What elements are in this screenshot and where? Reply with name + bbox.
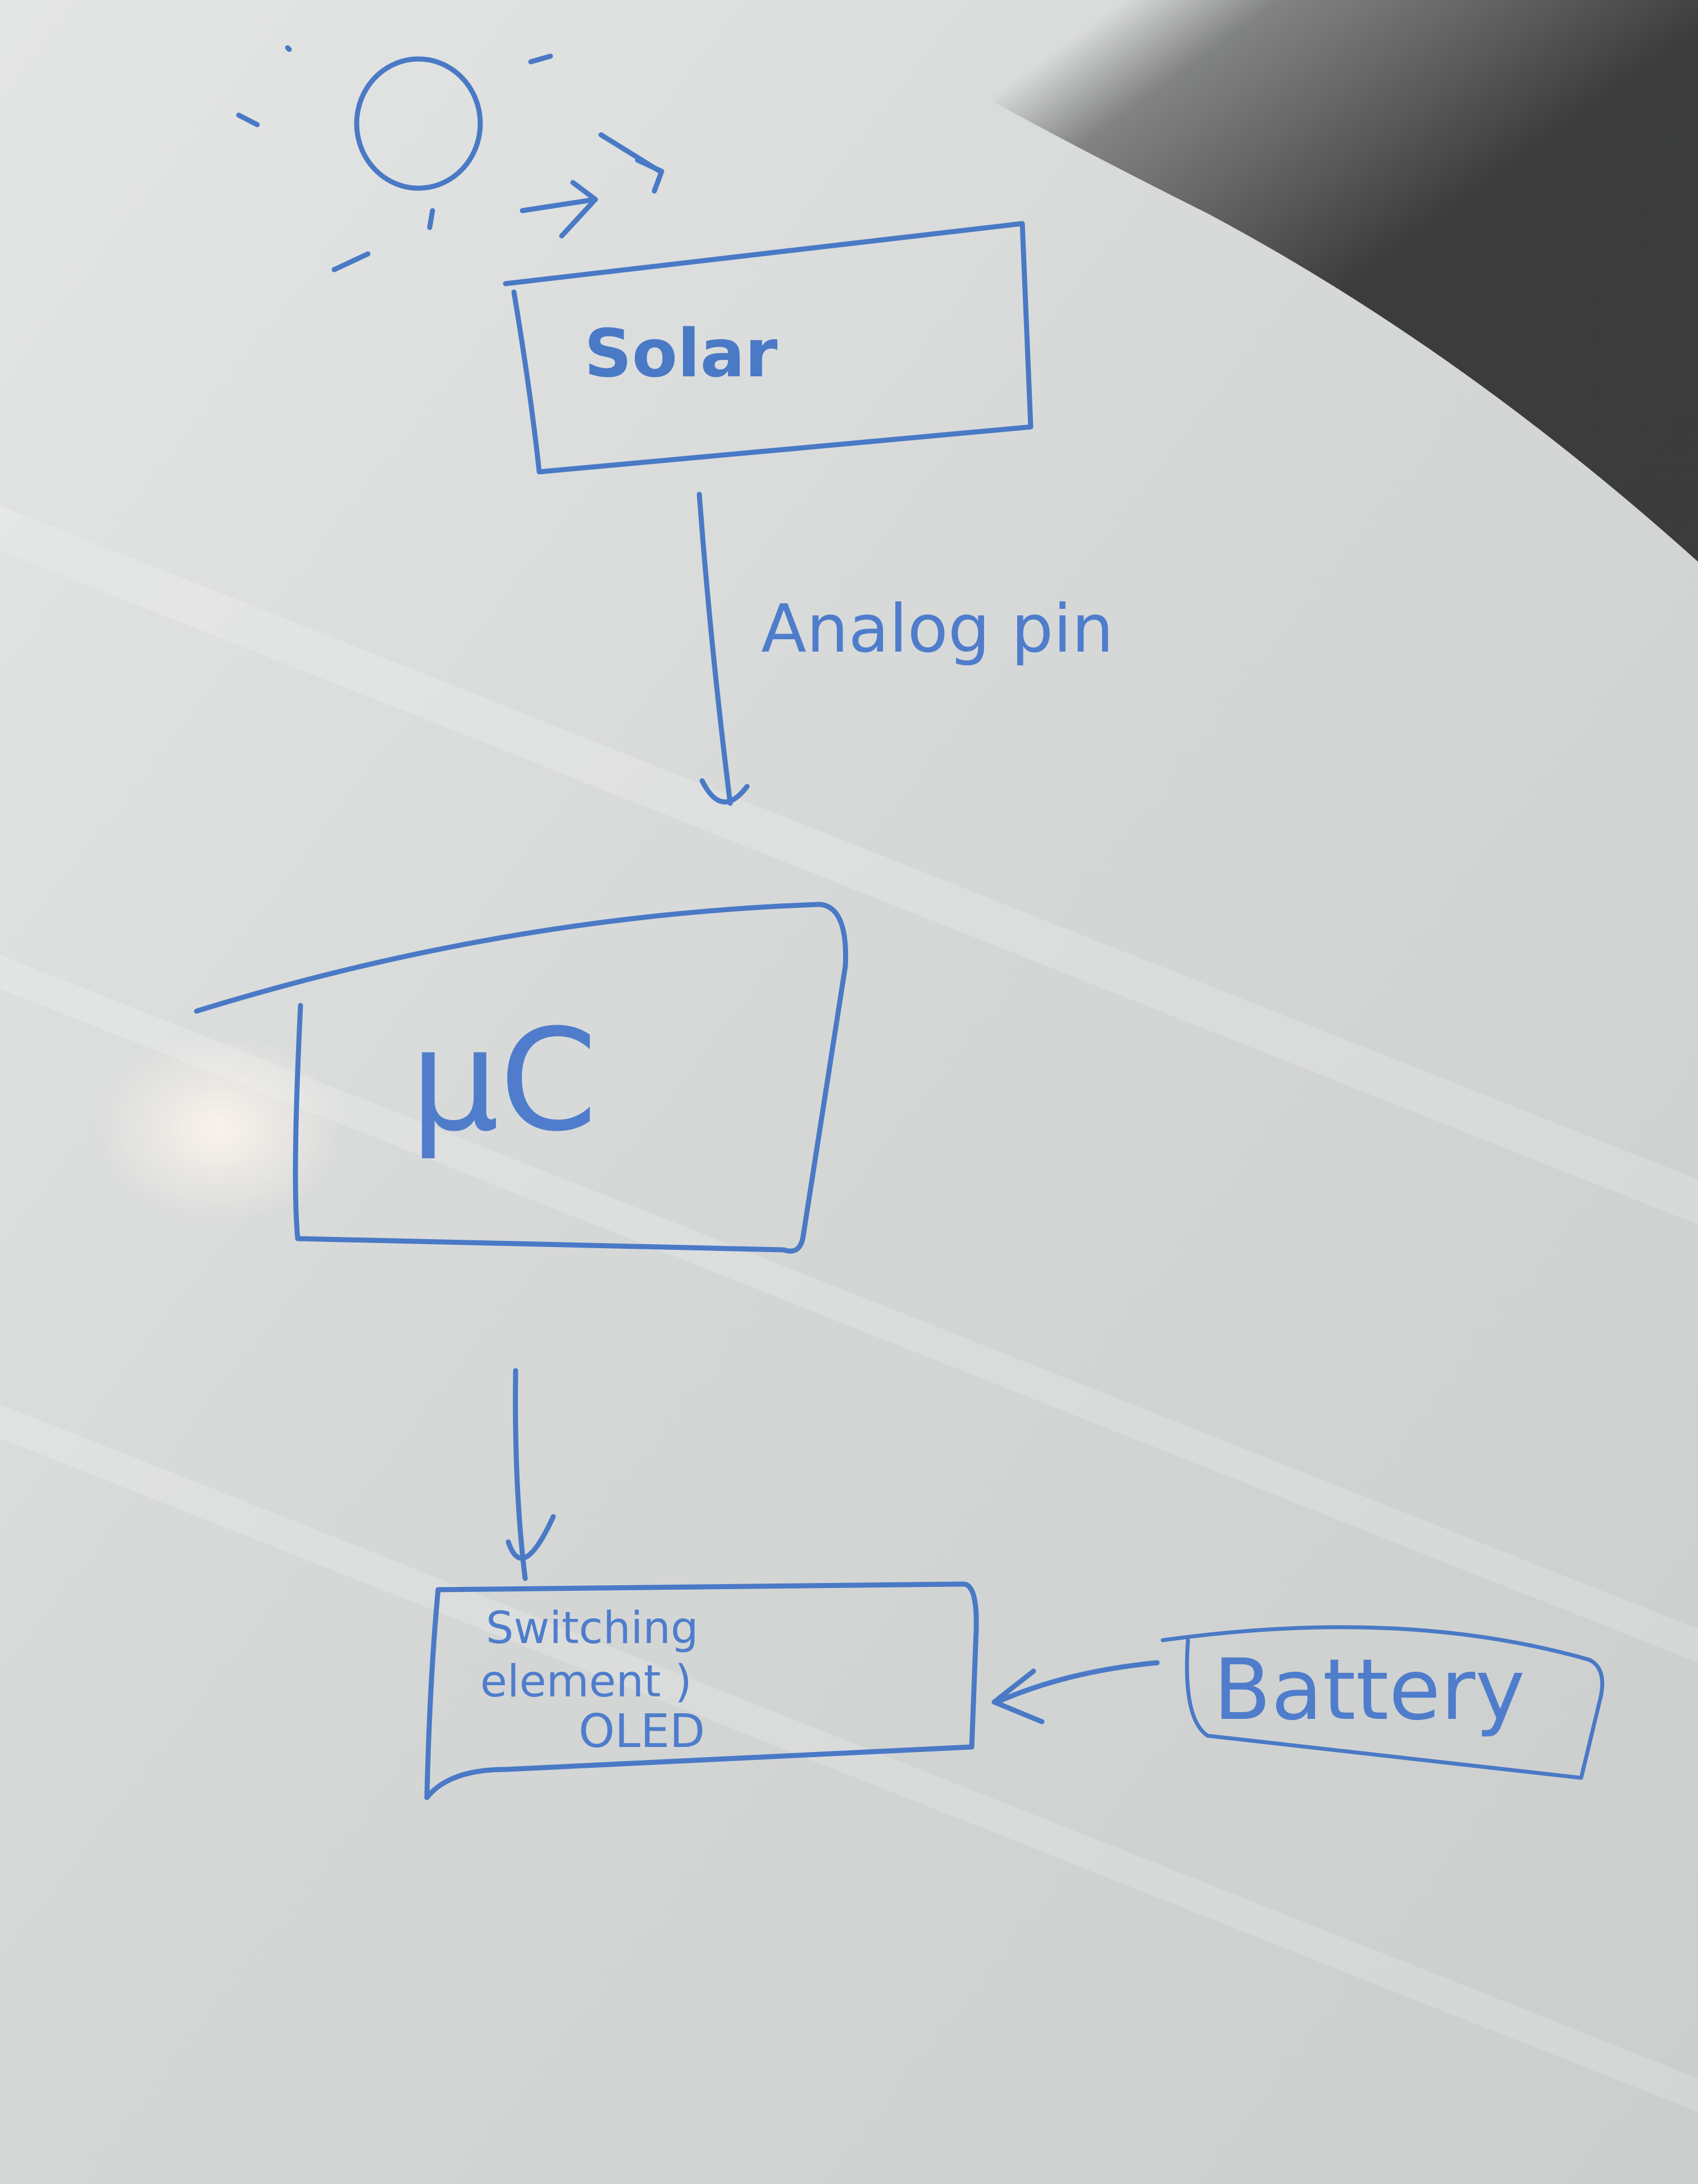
sun-icon bbox=[236, 45, 664, 272]
analog-pin-label: Analog pin bbox=[761, 590, 1114, 667]
output-line-3: OLED bbox=[579, 1705, 705, 1758]
output-node: Switching element ) OLED bbox=[424, 1581, 979, 1800]
solar-to-controller-arrow bbox=[697, 492, 750, 806]
output-line-2: element ) bbox=[480, 1657, 692, 1707]
controller-node: μC bbox=[194, 902, 848, 1254]
battery-to-output-arrow bbox=[991, 1660, 1160, 1725]
battery-label: Battery bbox=[1213, 1641, 1525, 1739]
controller-label: μC bbox=[410, 999, 598, 1162]
output-line-1: Switching bbox=[486, 1603, 699, 1654]
solar-node: Solar bbox=[503, 221, 1034, 475]
battery-node: Battery bbox=[1160, 1625, 1604, 1780]
controller-to-output-arrow bbox=[506, 1368, 556, 1581]
solar-label: Solar bbox=[584, 315, 777, 392]
light-glare bbox=[95, 1034, 343, 1225]
board-shadow bbox=[814, 0, 1698, 562]
board-streaks bbox=[0, 506, 1698, 2112]
